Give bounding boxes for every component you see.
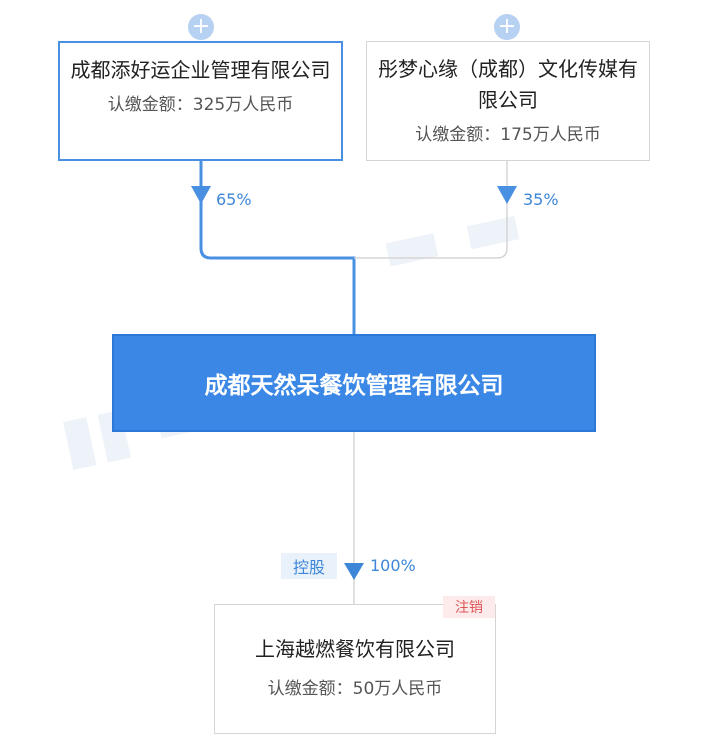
- target-company-card[interactable]: 成都天然呆餐饮管理有限公司: [112, 334, 596, 432]
- shareholder-card[interactable]: 成都添好运企业管理有限公司 认缴金额：325万人民币: [58, 41, 343, 161]
- connector-lines: [191, 160, 517, 604]
- status-badge: 注销: [443, 596, 495, 618]
- arrow-down-icon: [191, 186, 211, 204]
- shareholder-name: 成都添好运企业管理有限公司: [70, 58, 331, 82]
- shareholder-amount: 认缴金额：325万人民币: [107, 95, 294, 115]
- shareholder-amount: 认缴金额：175万人民币: [415, 125, 601, 145]
- shareholder-card[interactable]: 彤梦心缘（成都）文化传媒有限公司 认缴金额：175万人民币: [366, 41, 650, 161]
- connector-line-left: [199, 160, 356, 334]
- shareholder-name: 彤梦心缘（成都）文化传媒有限公司: [378, 57, 638, 112]
- expand-plus-icon[interactable]: +: [494, 14, 520, 40]
- arrow-down-icon: [497, 186, 517, 204]
- relation-tag: 控股: [281, 553, 337, 579]
- share-percent: 65%: [216, 190, 252, 209]
- expand-plus-icon[interactable]: +: [188, 14, 214, 40]
- subsidiary-percent: 100%: [370, 556, 416, 575]
- subsidiary-card[interactable]: 上海越燃餐饮有限公司 认缴金额：50万人民币: [214, 604, 496, 734]
- subsidiary-name: 上海越燃餐饮有限公司: [255, 637, 455, 661]
- share-percent: 35%: [523, 190, 559, 209]
- subsidiary-amount: 认缴金额：50万人民币: [267, 679, 443, 699]
- connector-line-right: [354, 160, 508, 259]
- arrow-down-icon: [344, 563, 364, 580]
